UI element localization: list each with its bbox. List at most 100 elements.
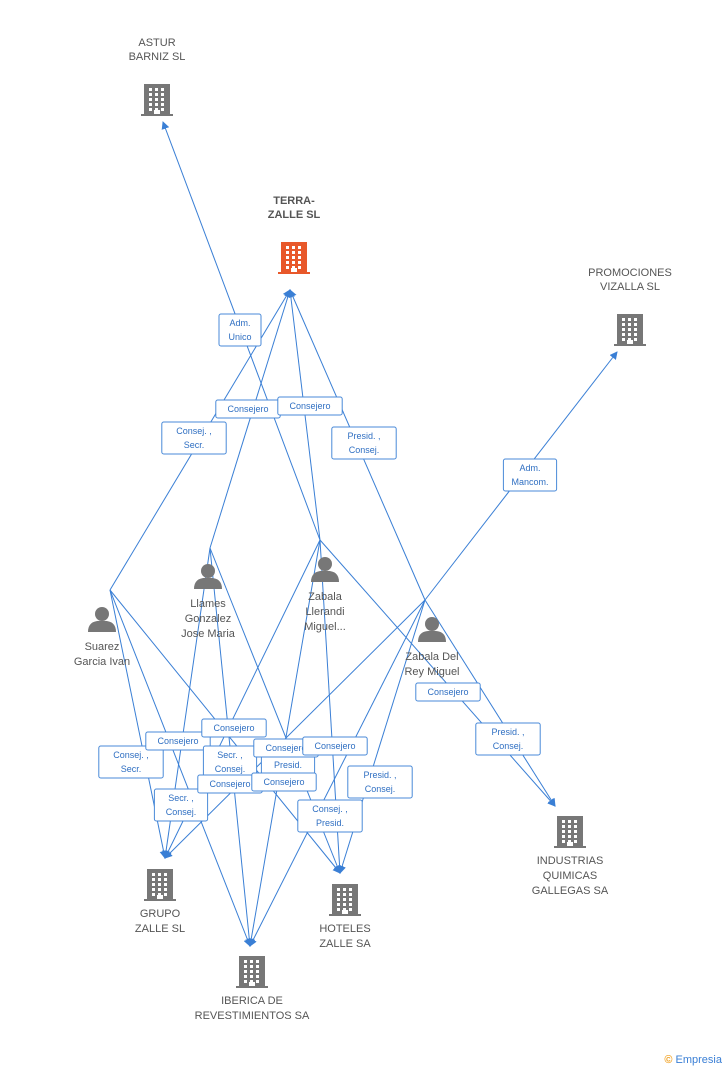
- nodes-layer: ASTUR BARNIZ SL TERRA- ZALLE SL PROMOCIONESV…: [74, 37, 672, 1022]
- edge-label-12[interactable]: Secr. ,Consej.: [153, 788, 209, 822]
- edge-label-19[interactable]: Consejero: [302, 736, 368, 756]
- node-label: Llames: [190, 598, 226, 610]
- node-label: IBERICA DE: [221, 995, 283, 1007]
- edge-zabala2-to-indus[interactable]: [424, 599, 556, 807]
- edge-label-box: [415, 682, 481, 702]
- node-label: Miguel...: [304, 621, 346, 633]
- node-label: Jose Maria: [181, 628, 236, 640]
- edge-label-text: Consejero: [265, 743, 306, 753]
- edge-label-text: Consejero: [209, 779, 250, 789]
- edge-label-11[interactable]: Secr. ,Consej.: [202, 745, 258, 779]
- node-label: Llerandi: [305, 606, 344, 618]
- edge-label-text: Secr.: [121, 764, 142, 774]
- edge-label-17[interactable]: Consej. ,Presid.: [297, 799, 363, 833]
- copyright-symbol: ©: [664, 1054, 673, 1066]
- edge-zabala1-to-indus[interactable]: [319, 539, 556, 807]
- edge-label-0[interactable]: Adm. Unico: [218, 313, 262, 347]
- building-icon: [614, 314, 646, 346]
- building-icon: [236, 956, 268, 988]
- edge-label-text: Consej.: [493, 741, 524, 751]
- edge-label-box: [98, 745, 164, 779]
- edge-label-text: Adm.: [229, 318, 250, 328]
- building-icon: [144, 869, 176, 901]
- edge-label-box: [331, 426, 397, 460]
- person-icon: [311, 557, 339, 582]
- edge-label-text: Secr.: [184, 440, 205, 450]
- edge-label-box: [251, 772, 317, 792]
- edge-label-text: Consejero: [213, 723, 254, 733]
- node-label: GALLEGAS SA: [532, 885, 609, 897]
- edge-label-18[interactable]: Consejero: [251, 772, 317, 792]
- edge-label-box: [502, 458, 558, 492]
- edge-label-text: Consej. ,: [176, 426, 212, 436]
- node-label: BARNIZ SL: [129, 51, 186, 63]
- edge-label-text: Mancom.: [511, 477, 548, 487]
- edge-llames-to-terra[interactable]: [209, 289, 292, 549]
- node-grupo[interactable]: GRUPO ZALLE SL: [135, 869, 185, 935]
- edge-label-1[interactable]: Consej. , Secr.: [161, 421, 227, 455]
- edge-label-text: Presid. ,: [363, 770, 396, 780]
- building-icon: [554, 816, 586, 848]
- edge-label-14[interactable]: Presid.: [260, 755, 316, 775]
- edge-label-text: Adm.: [519, 463, 540, 473]
- person-icon: [194, 564, 222, 589]
- edge-label-text: Presid. ,: [347, 431, 380, 441]
- person-icon: [88, 607, 116, 632]
- edges-layer: [109, 121, 618, 947]
- edge-label-text: Consej. ,: [113, 750, 149, 760]
- edge-label-box: [277, 396, 343, 416]
- edge-label-text: Consej.: [349, 445, 380, 455]
- node-label: ZALLE SL: [268, 209, 321, 221]
- edge-label-10[interactable]: Consejero: [201, 718, 267, 738]
- node-label: REVESTIMIENTOS SA: [195, 1010, 310, 1022]
- edge-label-6[interactable]: Consejero: [415, 682, 481, 702]
- edge-label-text: Consejero: [157, 736, 198, 746]
- node-label: ZALLE SL: [135, 923, 185, 935]
- edge-label-2[interactable]: Consejero: [215, 399, 281, 419]
- person-icon: [418, 617, 446, 642]
- node-iberica[interactable]: IBERICA DE REVESTIMIENTOS SA: [195, 956, 310, 1022]
- node-label: ZALLE SA: [319, 938, 371, 950]
- edge-label-4[interactable]: Presid. , Consej.: [331, 426, 397, 460]
- edge-label-text: Unico: [228, 332, 251, 342]
- edge-suarez-to-iberica[interactable]: [109, 589, 252, 947]
- edge-zabala2-to-grupo[interactable]: [164, 599, 426, 859]
- node-terra[interactable]: TERRA- ZALLE SL: [268, 195, 321, 274]
- node-astur[interactable]: ASTUR BARNIZ SL: [129, 37, 186, 116]
- edge-label-text: Consejero: [227, 404, 268, 414]
- node-label: Garcia Ivan: [74, 656, 130, 668]
- edge-zabala2-to-iberica[interactable]: [249, 599, 426, 947]
- node-label: GRUPO: [140, 908, 181, 920]
- edge-label-text: Consejero: [263, 777, 304, 787]
- node-label: ASTUR: [138, 37, 175, 49]
- edge-label-9[interactable]: Consejero: [145, 731, 211, 751]
- edge-label-7[interactable]: Presid. ,Consej.: [475, 722, 541, 756]
- edge-label-8[interactable]: Consej. , Secr.: [98, 745, 164, 779]
- edge-label-text: Secr. ,: [168, 793, 194, 803]
- node-label: Rey Miguel: [404, 666, 459, 678]
- edge-label-box: [347, 765, 413, 799]
- node-label: Suarez: [85, 641, 120, 653]
- edge-label-text: Consejero: [427, 687, 468, 697]
- edge-label-5[interactable]: Adm. Mancom.: [502, 458, 558, 492]
- edge-label-3[interactable]: Consejero: [277, 396, 343, 416]
- node-label: TERRA-: [273, 195, 315, 207]
- focus-building-icon: [278, 242, 310, 274]
- edge-label-box: [302, 736, 368, 756]
- edge-label-box: [297, 799, 363, 833]
- edge-label-text: Consej. ,: [312, 804, 348, 814]
- edge-label-text: Secr. ,: [217, 750, 243, 760]
- brand-footer[interactable]: © Empresia: [664, 1054, 722, 1066]
- edge-label-16[interactable]: Presid. ,Consej.: [347, 765, 413, 799]
- node-zabala1[interactable]: ZabalaLlerandiMiguel...: [304, 557, 346, 633]
- edge-label-box: [475, 722, 541, 756]
- edge-label-box: [201, 718, 267, 738]
